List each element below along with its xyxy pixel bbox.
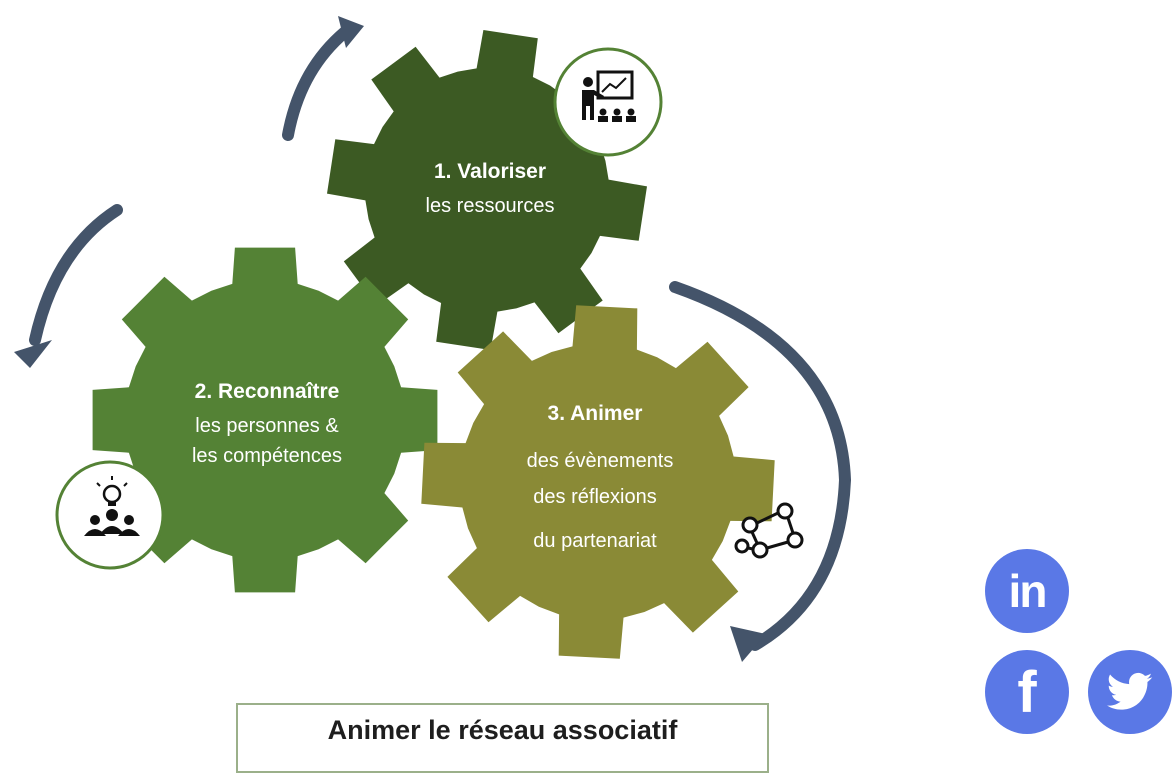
facebook-button[interactable]: f: [985, 650, 1069, 734]
twitter-icon: [1107, 672, 1153, 710]
step-3-line-1: des évènements: [527, 450, 674, 472]
step-2-line-2: les compétences: [192, 445, 342, 467]
twitter-button[interactable]: [1088, 650, 1172, 734]
step-1-title: 1. Valoriser: [434, 160, 546, 183]
gear-2-shape: [92, 247, 438, 593]
network-people-icon: [734, 502, 804, 559]
step-3-title: 3. Animer: [548, 402, 643, 425]
cycle-arrow-right: [669, 281, 852, 662]
step-3-line-3: du partenariat: [533, 530, 657, 552]
caption-box: Animer le réseau associatif: [236, 703, 769, 773]
gear-cycle-diagram: 1. Valoriser les ressources 2. Reconnaît…: [14, 16, 852, 662]
gear-animer: [421, 305, 775, 659]
idea-team-icon: [55, 460, 165, 570]
gear-reconnaitre: [92, 247, 438, 593]
step-2-line-1: les personnes &: [195, 415, 339, 437]
step-1-line-1: les ressources: [426, 195, 555, 217]
linkedin-button[interactable]: in: [985, 549, 1069, 633]
cycle-arrow-left: [14, 204, 123, 368]
caption-text: Animer le réseau associatif: [327, 715, 678, 745]
step-3-line-2: des réflexions: [533, 486, 656, 508]
cycle-arrow-top: [282, 16, 364, 141]
gear-3-shape: [421, 305, 775, 659]
teacher-presentation-icon: [553, 47, 663, 157]
facebook-icon: f: [1017, 659, 1037, 725]
step-2-title: 2. Reconnaître: [195, 380, 340, 403]
linkedin-icon: in: [1008, 565, 1048, 617]
